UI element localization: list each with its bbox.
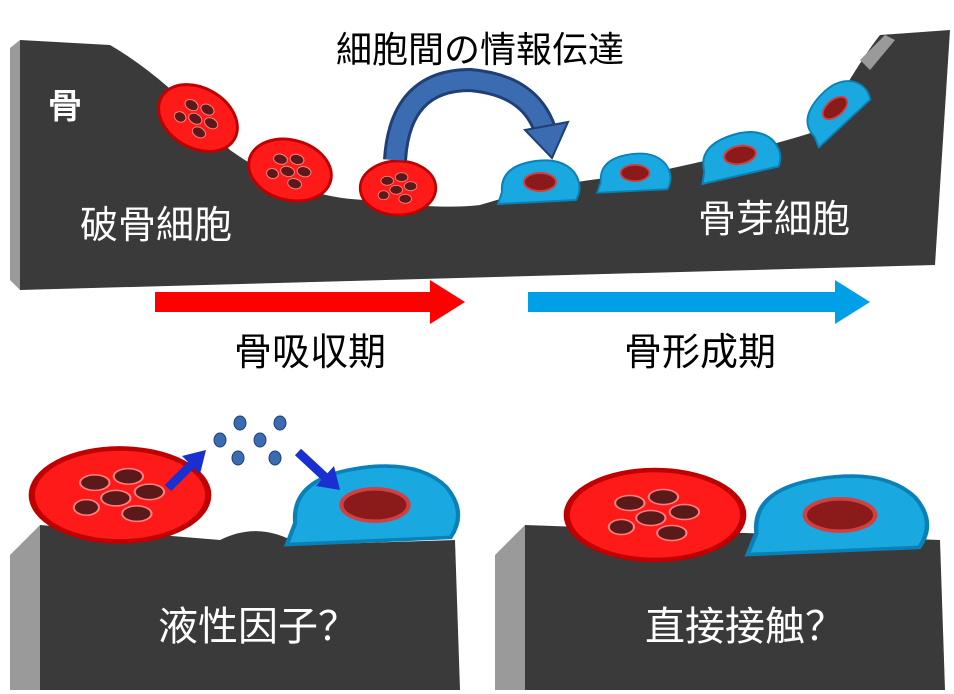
- top-bone-slab: [10, 30, 950, 290]
- curved-signal-arrow: [383, 67, 570, 162]
- formation-arrow: [528, 280, 870, 324]
- osteoblast-cell: [748, 476, 927, 555]
- bottom-right-bone-slab: [495, 525, 945, 690]
- osteoblast-cell: [287, 466, 458, 545]
- bone-label: 骨: [48, 87, 82, 127]
- osteoblast-label: 骨芽細胞: [698, 197, 850, 241]
- osteoclast-cell: [567, 470, 743, 560]
- soluble-factor-label: 液性因子？: [158, 604, 358, 650]
- osteoblast-cell: [596, 152, 672, 194]
- secretion-arrow: [164, 450, 206, 492]
- resorption-arrow: [155, 280, 465, 324]
- diagram-title: 細胞間の情報伝達: [336, 30, 624, 71]
- soluble-factor-dots: [213, 415, 287, 466]
- bottom-left-bone-slab: [10, 525, 460, 690]
- osteoclast-cell: [32, 449, 208, 542]
- osteoclast-label: 破骨細胞: [80, 203, 232, 247]
- resorption-phase-label: 骨吸収期: [234, 330, 386, 374]
- direct-contact-label: 直接接触？: [645, 604, 845, 650]
- reception-arrow: [294, 448, 340, 490]
- osteoclast-cell: [358, 159, 438, 217]
- osteoblast-cell: [497, 159, 581, 205]
- formation-phase-label: 骨形成期: [624, 330, 776, 374]
